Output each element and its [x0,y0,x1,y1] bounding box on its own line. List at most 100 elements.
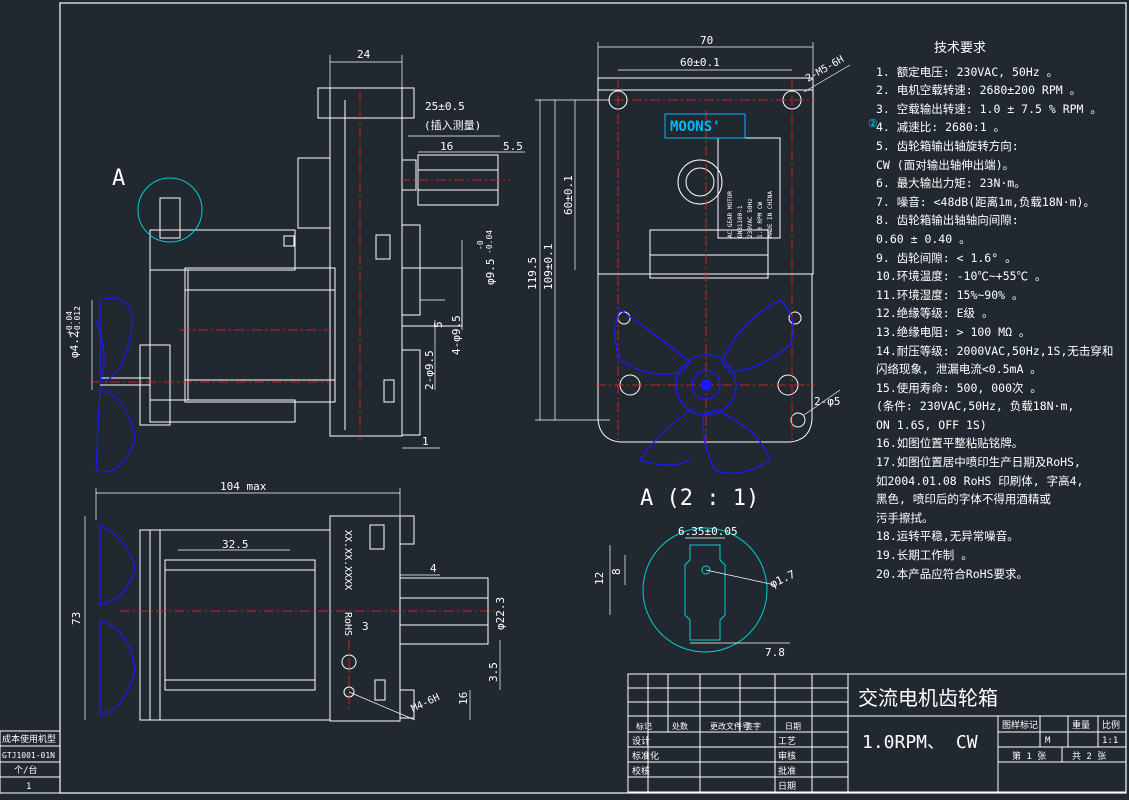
tech-item: 6. 最大输出力矩: 23N·m。 [876,176,1026,191]
rev-count: 处数 [672,721,688,731]
dim-5: 5 [432,321,445,328]
front-dim-lines [535,42,851,421]
hdr-scale: 比例 [1102,719,1120,731]
rev-doc: 更改文件号 [710,721,750,731]
dim-4: 4 [430,562,437,575]
tech-item: 16.如图位置平整粘贴铭牌。 [876,436,1024,451]
front-fan [614,299,794,474]
dim-3-5: 3.5 [487,662,500,682]
tech-item: (条件: 230VAC,50Hz, 负载18N·m, [876,399,1075,414]
tech-title: 技术要求 [934,41,987,56]
dim-16: 16 [440,140,453,153]
dim-60-vert: 60±0.1 [562,175,575,215]
dim-top-width: 24 [357,48,371,61]
rohs-print: RoHS [342,612,353,636]
dim-insert-note: (插入测量) [424,118,481,132]
bottom-dim-lines [84,488,501,721]
tech-item: 7. 噪音: <48dB(距离1m,负载18N·m)。 [876,194,1095,209]
tech-item: 污手擦拭。 [876,510,934,525]
svg-text:1.0 RPM CW: 1.0 RPM CW [757,201,764,238]
dim-shaft-dia: φ9.5 [484,259,497,286]
tech-item: 4. 减速比: 2680:1 。 [876,120,1006,135]
side-centerlines [92,92,510,440]
dim-left-dia: φ4.2 [68,332,81,359]
dim-109: 109±0.1 [542,244,555,290]
dim-shaft-tol-top: -0 [476,240,485,250]
tech-item: 20.本产品应符合RoHS要求。 [876,566,1028,581]
dim-73: 73 [70,612,83,625]
dim-left-tol-bot: +0.012 [73,306,82,335]
hdr-weight: 重量 [1072,719,1090,731]
brand-logo: MOONS' [670,119,721,135]
tech-item: 闪络现象, 泄漏电流<0.5mA 。 [876,362,1042,377]
dim-70: 70 [700,34,713,47]
side-dim-lines [91,55,525,449]
dim-12: 12 [593,572,606,585]
tech-item: 13.绝缘电阻: > 100 MΩ 。 [876,324,1031,339]
tech-item: 9. 齿轮间隙: < 1.6° 。 [876,250,1017,265]
dim-insert: 25±0.5 [425,100,465,113]
tech-item: 12.绝缘等级: E级 。 [876,306,994,321]
dim-left-tol-top: +0.04 [65,311,74,335]
side-unit: 个/台 [14,764,37,776]
tech-item: 14.耐压等级: 2000VAC,50Hz,1S,无击穿和 [876,343,1114,358]
dim-2-phi5: 2-φ5 [814,395,841,408]
dim-phi1-7: φ1.7 [768,568,798,591]
detail-shape [684,544,726,641]
tech-requirements: 技术要求 ② 1. 额定电压: 230VAC, 50Hz 。 2. 电机空载转速:… [868,40,1126,584]
bottom-centerlines [120,610,500,710]
side-title: 成本使用机型 [2,733,56,745]
dim-8: 8 [610,568,623,575]
dim-shaft-tol-bot: -0.04 [485,230,494,254]
tech-item: 17.如图位置居中喷印生产日期及RoHS, [876,455,1081,470]
detail-a-circle [137,177,203,243]
role-approve: 批准 [778,765,796,777]
hdr-mark: 图样标记 [1002,719,1038,731]
tech-item: 8. 齿轮箱输出轴轴向间隙: [876,213,1019,228]
detail-circle [642,527,768,653]
tech-list: 1. 额定电压: 230VAC, 50Hz 。 2. 电机空载转速: 2680±2… [876,63,1126,584]
tech-item: ON 1.6S, OFF 1S) [876,417,987,432]
side-qty: 1 [26,782,31,792]
tech-item: 19.长期工作制 。 [876,548,973,563]
role-check: 校核 [632,765,650,777]
dim-6-35: 6.35±0.05 [678,525,738,538]
dim-60: 60±0.1 [680,56,720,69]
bottom-view [139,515,489,722]
side-block [0,730,61,794]
tech-item: 2. 电机空载转速: 2680±200 RPM 。 [876,83,1082,98]
revision-marker-icon: ② [868,117,878,130]
rev-date: 日期 [785,722,801,731]
dim-3: 3 [362,620,369,633]
role-standard: 标准化 [632,750,659,762]
role-design: 设计 [632,735,650,747]
dim-4-phi9-5: 4-φ9.5 [450,315,463,355]
dim-1: 1 [422,435,429,448]
dim-5-5: 5.5 [503,140,523,153]
svg-text:GNB1100-1: GNB1100-1 [737,205,744,238]
tech-item: 黑色, 喷印后的字体不得用酒精或 [876,492,1051,507]
svg-text:AC GEAR MOTOR: AC GEAR MOTOR [727,191,734,238]
role-date: 日期 [778,781,796,792]
rev-sign: 签字 [745,721,761,731]
title-block [627,673,1127,793]
tech-item: 18.运转平稳,无异常噪音。 [876,529,1019,544]
brand-logo-box [664,113,746,139]
dim-7-8: 7.8 [765,646,785,659]
tech-item: 5. 齿轮箱输出轴旋转方向: [876,138,1019,153]
detail-a-title: A (2 : 1) [640,486,759,511]
dim-119-5: 119.5 [526,257,539,290]
tech-item: CW (面对输出轴伸出端)。 [876,157,1015,172]
detail-a-label: A [112,166,125,191]
tech-item: 1. 额定电压: 230VAC, 50Hz 。 [876,64,1059,79]
tech-item: 3. 空载输出转速: 1.0 ± 7.5 % RPM 。 [876,101,1102,116]
tech-item: 0.60 ± 0.40 。 [876,231,971,246]
role-review: 审核 [778,750,796,762]
val-mark: M [1045,736,1051,746]
detail-dim-lines [609,537,790,644]
tech-item: 11.环境湿度: 15%~90% 。 [876,287,1024,302]
val-scale: 1:1 [1102,736,1118,746]
dim-32-5: 32.5 [222,538,249,551]
dim-104: 104 max [220,480,267,493]
